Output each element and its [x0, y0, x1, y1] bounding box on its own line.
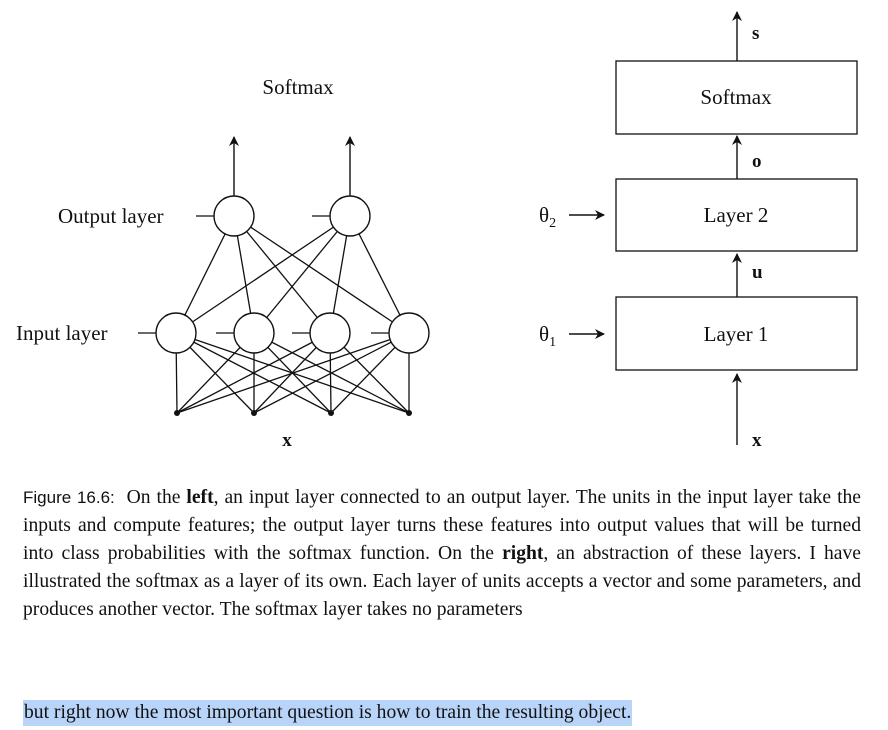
layer1-box [615, 296, 858, 371]
softmax-box [615, 60, 858, 135]
selected-text[interactable]: but right now the most important questio… [23, 700, 633, 726]
input-dots [174, 410, 412, 416]
bias-ticks [138, 215, 389, 334]
input-unit [309, 312, 351, 354]
output-arrows [229, 136, 355, 196]
input-dot [328, 410, 334, 416]
u-label: u [752, 262, 763, 283]
caption-part3: , an abstraction of these layers. I have… [23, 543, 861, 620]
selected-text-line[interactable]: but right now the most important questio… [23, 699, 633, 727]
input-dot [406, 410, 412, 416]
hidden-connections [175, 215, 410, 334]
output-unit [329, 195, 371, 237]
caption-left-word: left [186, 487, 214, 508]
figure-caption: Figure 16.6: On the left, an input layer… [23, 484, 861, 624]
input-x-label: x [282, 430, 292, 451]
layer2-box-label: Layer 2 [704, 203, 769, 227]
output-units [213, 195, 371, 237]
right-x-label: x [752, 430, 762, 451]
layer2-box [615, 178, 858, 252]
input-unit [233, 312, 275, 354]
caption-right-word: right [502, 543, 544, 564]
output-layer-label: Output layer [58, 204, 164, 228]
input-layer-label: Input layer [16, 321, 108, 345]
softmax-box-label: Softmax [700, 85, 772, 109]
right-layer-diagram: s Softmax o Layer 2 θ2 u Layer 1 θ1 x [539, 11, 858, 451]
theta1-label: θ1 [539, 322, 556, 350]
softmax-title: Softmax [262, 75, 334, 99]
caption-part1: On the [126, 487, 187, 508]
input-dot [251, 410, 257, 416]
input-connections [175, 332, 410, 414]
theta2-label: θ2 [539, 203, 556, 231]
caption-part2: , an input layer connected to an output … [23, 487, 862, 564]
s-label: s [752, 23, 759, 44]
output-unit [213, 195, 255, 237]
input-dot [174, 410, 180, 416]
left-network-diagram: Softmax [16, 75, 430, 451]
layer1-box-label: Layer 1 [704, 322, 769, 346]
input-unit [155, 312, 197, 354]
o-label: o [752, 151, 762, 172]
input-units [155, 312, 430, 354]
figure-16-6-diagram: Softmax [16, 11, 858, 451]
caption-label: Figure 16.6: [23, 488, 115, 507]
input-unit [388, 312, 430, 354]
